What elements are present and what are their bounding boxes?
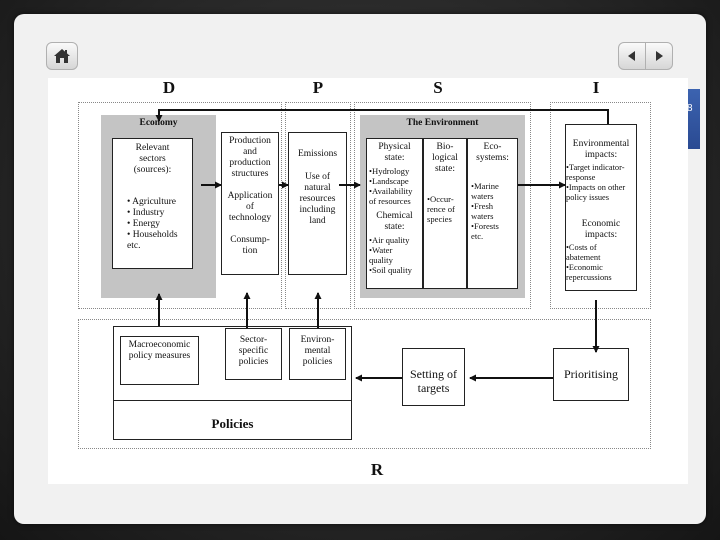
home-icon [54,49,70,63]
physical-state-list: •Hydrology •Landscape •Availability of r… [369,166,413,206]
prioritising-text: Prioritising [563,367,618,381]
physical-chemical-box [366,138,423,289]
environmental-policies-text: Environ- mental policies [300,335,335,367]
economic-impacts-list: •Costs of abatement •Economic repercussi… [566,243,612,282]
physical-state-heading: Physical state: [378,142,411,163]
environmental-impacts-heading: Environmental impacts: [572,139,630,160]
sector-policies-box [225,328,282,380]
emissions-box [288,132,347,275]
macroeconomic-policy-box [120,336,199,385]
environment-title: The Environment [406,118,479,128]
ecosystems-heading: Eco- systems: [476,142,509,163]
state-frame [354,102,531,309]
triangle-right-icon [656,51,663,61]
policies-label: Policies [211,416,254,431]
triangle-left-icon [628,51,635,61]
responses-frame [78,319,651,449]
biological-box [423,138,467,289]
previous-slide-button[interactable] [618,42,646,70]
relevant-sectors-box [112,138,193,269]
home-button[interactable] [46,42,78,70]
environmental-impacts-list: •Target indicator- response •Impacts on … [566,163,626,202]
production-text: Production and production structures App… [227,136,273,256]
next-slide-button[interactable] [645,42,673,70]
sectors-heading: Relevant sectors (sources): [133,143,172,175]
letter-driving-forces: D [162,78,176,97]
letter-state: S [433,78,443,97]
slide-number: 8 [687,103,693,114]
impacts-box [565,124,637,291]
emissions-title: Emissions [297,149,338,159]
biological-state-heading: Bio- logical state: [432,142,458,174]
chemical-state-heading: Chemical state: [376,211,413,232]
ecosystems-box [467,138,518,289]
sector-policies-text: Sector- specific policies [238,335,269,367]
impacts-frame [550,102,651,309]
setting-targets-box [402,348,465,406]
prioritising-box [553,348,629,401]
chemical-state-list: •Air quality •Water quality •Soil qualit… [369,235,412,275]
emissions-text: Use of natural resources including land [299,172,336,226]
letter-pressures: P [312,78,324,97]
production-box [221,132,279,275]
economic-impacts-heading: Economic impacts: [581,219,621,240]
policies-divider [113,400,352,401]
letter-responses: R [370,460,384,479]
letter-impacts: I [592,78,600,97]
ecosystems-list: •Marine waters •Fresh waters •Forests et… [471,181,499,241]
environmental-policies-box [289,328,346,380]
driving-forces-frame [78,102,282,309]
setting-targets-text: Setting of targets [410,367,457,395]
macroeconomic-policy-text: Macroeconomic policy measures [128,340,191,361]
economy-title: Economy [139,118,178,128]
biological-state-list: •Occur- rence of species [427,194,455,224]
sectors-list: • Agriculture • Industry • Energy • Hous… [127,197,178,251]
